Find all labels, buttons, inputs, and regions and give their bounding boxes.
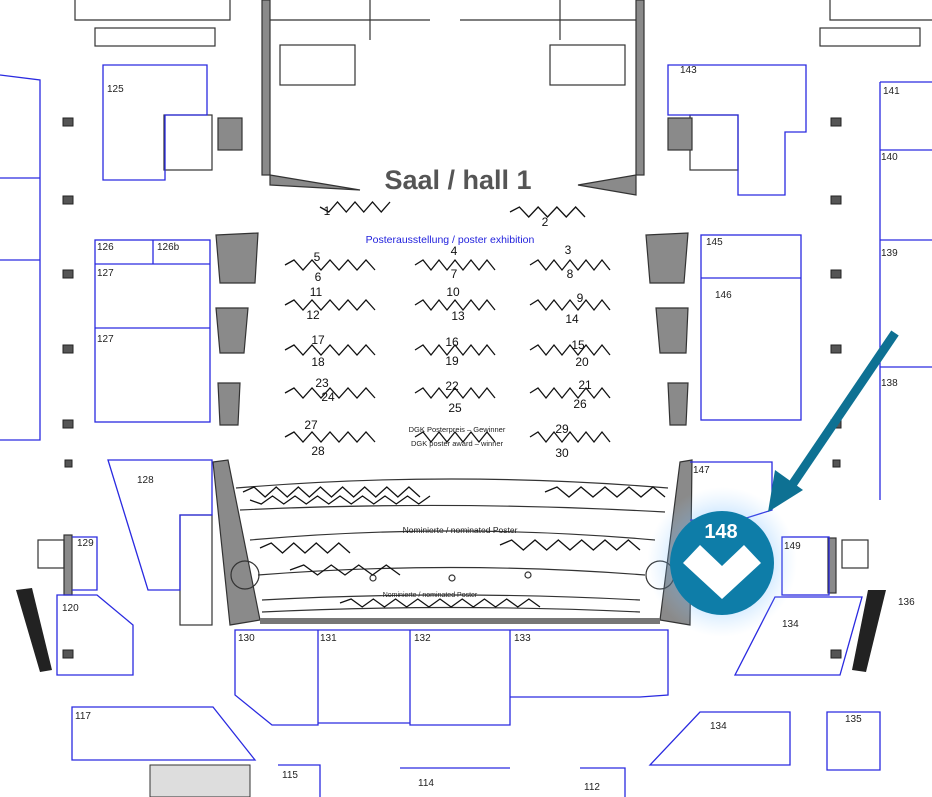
- poster-number: 3: [565, 243, 572, 257]
- poster-board: [319, 201, 391, 213]
- poster-number: 22: [445, 379, 459, 393]
- room-label: 117: [75, 711, 91, 722]
- highlight-room-number: 148: [704, 521, 737, 543]
- poster-board: [529, 298, 611, 312]
- room-label: 127: [97, 268, 114, 279]
- highlight-marker-148[interactable]: 148: [647, 487, 797, 637]
- poster-board: [529, 430, 611, 444]
- poster-board: [284, 299, 376, 311]
- poster-number: 4: [451, 244, 458, 258]
- poster-board: [544, 486, 666, 498]
- room-label: 146: [715, 290, 732, 301]
- room-label: 112: [584, 782, 600, 793]
- poster-number: 6: [315, 270, 322, 284]
- poster-board: [414, 386, 496, 400]
- room-label: 132: [414, 633, 431, 644]
- room-label: 130: [238, 633, 255, 644]
- poster-board: [414, 430, 496, 444]
- poster-number: 30: [555, 446, 569, 460]
- poster-number: 24: [321, 390, 335, 404]
- poster-board: [289, 564, 401, 576]
- poster-board: [529, 258, 611, 272]
- room-label: 126b: [157, 242, 180, 253]
- room-label: 140: [881, 152, 898, 163]
- poster-exhibition-label: Posterausstellung / poster exhibition: [366, 234, 535, 246]
- poster-board: [259, 542, 351, 554]
- poster-board: [499, 539, 641, 551]
- poster-number: 26: [573, 397, 587, 411]
- poster-number: 13: [451, 309, 465, 323]
- pillars: [62, 117, 842, 659]
- poster-boards: [242, 201, 666, 608]
- poster-number: 9: [577, 291, 584, 305]
- room-label: 136: [898, 597, 915, 608]
- room-label: 129: [77, 538, 94, 549]
- room-label: 126: [97, 242, 114, 253]
- poster-board: [249, 495, 431, 505]
- poster-board: [284, 387, 376, 399]
- poster-number: 18: [311, 355, 325, 369]
- poster-number: 16: [445, 335, 459, 349]
- poster-number: 19: [445, 354, 459, 368]
- poster-board: [529, 343, 611, 357]
- poster-number: 28: [311, 444, 325, 458]
- award-label-en: DGK poster award – winner: [411, 439, 504, 448]
- poster-number: 10: [446, 285, 460, 299]
- poster-number: 2: [542, 215, 549, 229]
- poster-number: 11: [310, 285, 323, 299]
- room-label: 120: [62, 603, 79, 614]
- nominated-label-2: Nominierte / nominated Poster: [383, 592, 478, 599]
- room-label: 138: [881, 378, 898, 389]
- room-label: 128: [137, 475, 154, 486]
- room-label: 141: [883, 86, 900, 97]
- top-structure: [74, 0, 932, 196]
- award-label-de: DGK Posterpreis – Gewinner: [409, 425, 506, 434]
- room-label: 125: [107, 84, 124, 95]
- room-label: 149: [784, 541, 801, 552]
- poster-number: 25: [448, 401, 462, 415]
- poster-number: 23: [315, 376, 329, 390]
- poster-board: [414, 258, 496, 272]
- poster-board: [414, 343, 496, 357]
- room-label: 133: [514, 633, 531, 644]
- poster-number: 14: [565, 312, 579, 326]
- room-label: 143: [680, 65, 697, 76]
- room-label: 145: [706, 237, 723, 248]
- room-label: 134: [782, 619, 799, 630]
- poster-number: 15: [571, 338, 585, 352]
- room-label: 139: [881, 248, 898, 259]
- poster-number: 29: [555, 422, 569, 436]
- poster-number: 21: [578, 378, 592, 392]
- hall-title: Saal / hall 1: [384, 165, 531, 195]
- poster-number: 1: [324, 204, 331, 218]
- room-label: 127: [97, 334, 114, 345]
- poster-number: 17: [311, 333, 325, 347]
- poster-board: [242, 486, 421, 498]
- room-label: 115: [282, 770, 298, 781]
- poster-board: [339, 598, 541, 608]
- poster-board: [284, 431, 376, 443]
- room-label: 114: [418, 778, 434, 789]
- pointer-arrow-icon: [768, 330, 899, 512]
- poster-number: 7: [451, 267, 458, 281]
- poster-number: 12: [306, 308, 320, 322]
- poster-board: [284, 259, 376, 271]
- room-label: 131: [320, 633, 337, 644]
- room-label: 134: [710, 721, 727, 732]
- rooms: [0, 64, 932, 797]
- poster-number: 5: [314, 250, 321, 264]
- poster-number: 8: [567, 267, 574, 281]
- poster-board: [509, 206, 586, 218]
- room-label: 147: [693, 465, 710, 476]
- poster-board: [529, 386, 611, 400]
- poster-number: 27: [304, 418, 318, 432]
- poster-board: [414, 298, 496, 312]
- nominated-label-1: Nominierte / nominated Poster: [403, 525, 518, 535]
- poster-board: [284, 344, 376, 356]
- poster-number: 20: [575, 355, 589, 369]
- room-label: 135: [845, 714, 862, 725]
- check-marker-icon: [683, 545, 761, 599]
